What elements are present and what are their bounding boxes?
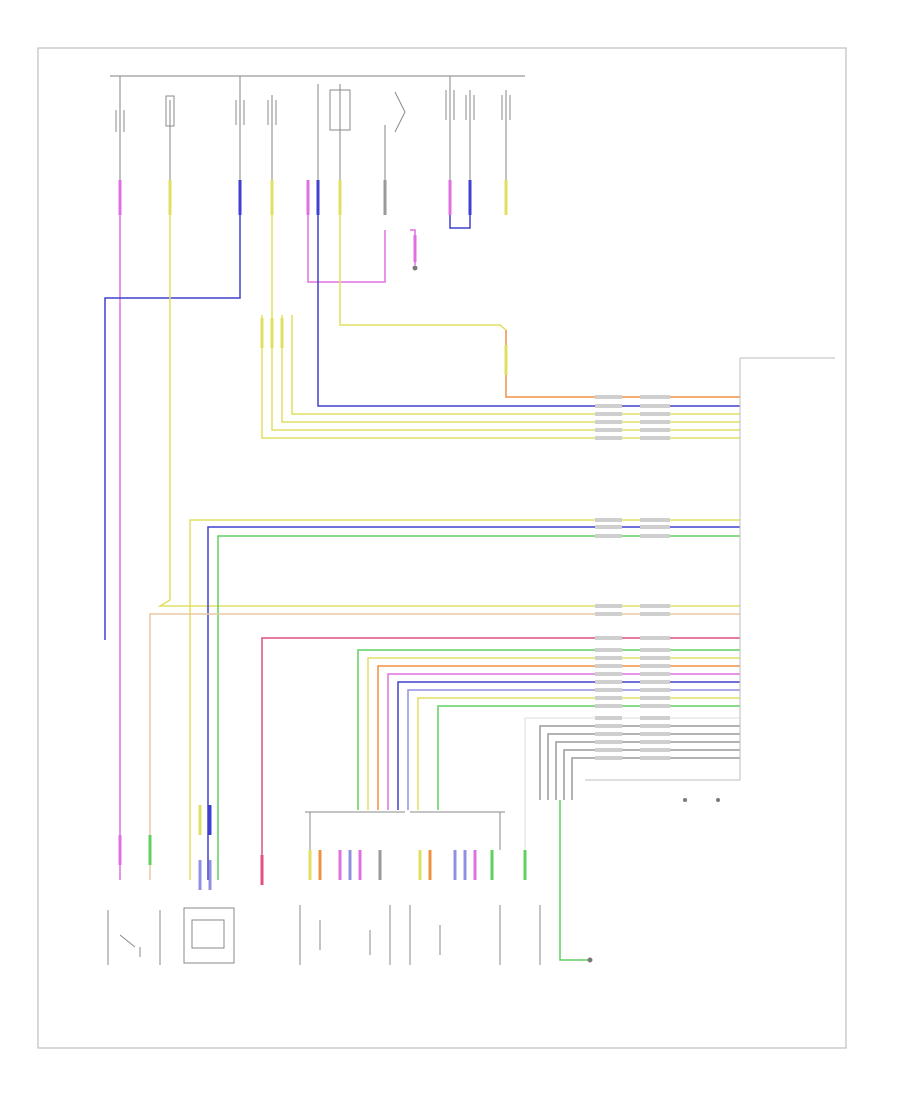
diagram-frame	[37, 47, 847, 1049]
connector-pins	[118, 235, 527, 890]
connector-stubs-top	[118, 180, 508, 215]
wire-runs	[104, 215, 740, 961]
module-block	[585, 357, 835, 781]
pin-row-markers	[595, 395, 670, 760]
fuse-symbols	[115, 89, 511, 133]
top-power-rail	[110, 75, 525, 180]
ground-symbols	[412, 265, 720, 963]
harness-brackets	[305, 811, 505, 850]
bottom-components	[107, 905, 541, 965]
